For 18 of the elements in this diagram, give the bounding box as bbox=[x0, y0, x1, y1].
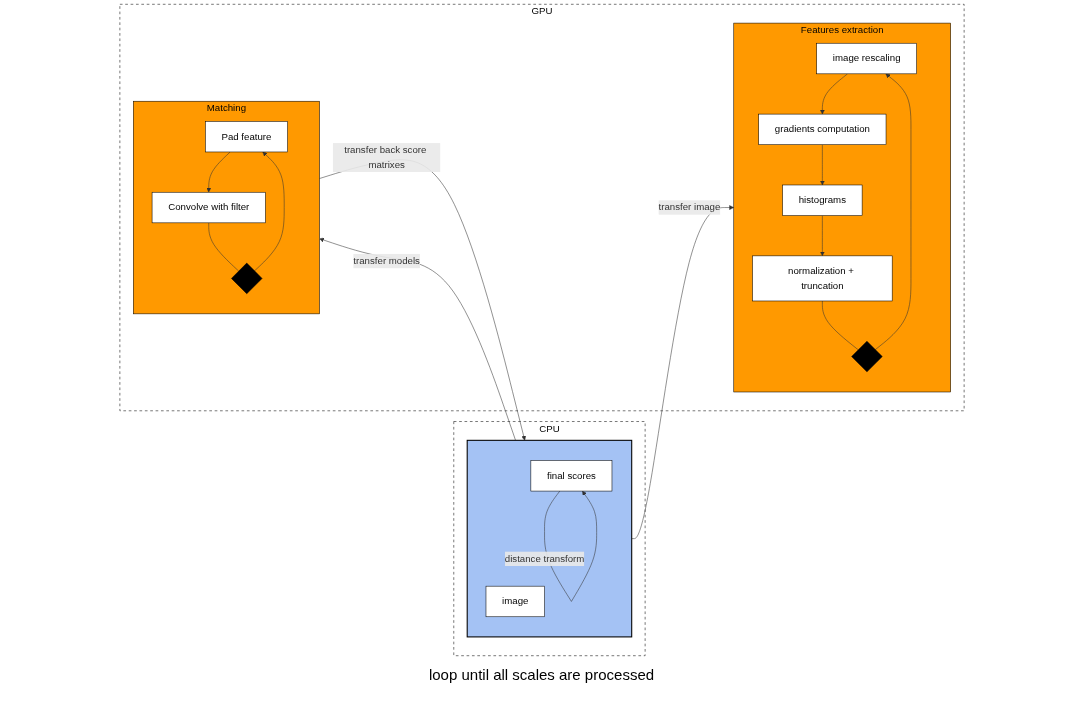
edge-label: transfer image bbox=[658, 201, 720, 213]
edge-label: transfer models bbox=[352, 255, 420, 267]
node-diamond bbox=[230, 262, 262, 294]
node-diamond bbox=[850, 341, 882, 373]
node-box: final scores bbox=[530, 460, 612, 492]
note-text: loop until all scales are processed bbox=[428, 666, 655, 683]
node-box: image rescaling bbox=[815, 42, 917, 75]
edge-label: distance transform bbox=[504, 553, 584, 564]
node-box: gradients computation bbox=[757, 113, 886, 145]
node-box: Pad feature bbox=[204, 121, 288, 153]
connector bbox=[821, 300, 858, 350]
connector bbox=[208, 222, 239, 272]
node-box: image bbox=[485, 585, 545, 618]
node-box: normalization + truncation bbox=[751, 255, 892, 302]
cluster bbox=[466, 439, 632, 638]
edge-label: transfer back score matrixes bbox=[343, 144, 426, 170]
node-box: histograms bbox=[781, 184, 862, 216]
node-box: Convolve with filter bbox=[151, 191, 266, 224]
